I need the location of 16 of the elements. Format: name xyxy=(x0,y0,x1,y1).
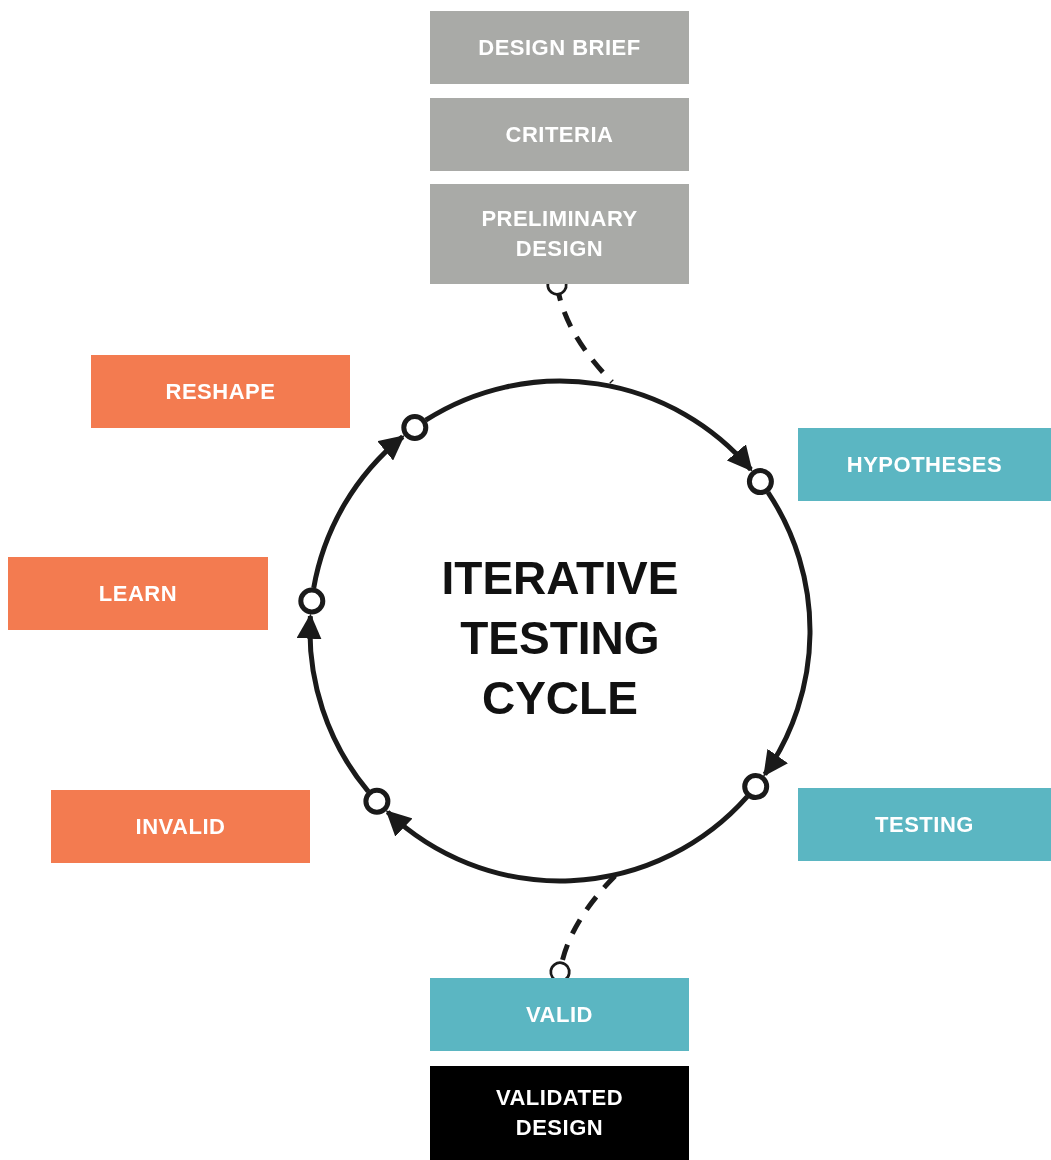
arrow xyxy=(385,794,749,884)
process-box: PRELIMINARY DESIGN xyxy=(430,184,689,284)
process-box: CRITERIA xyxy=(430,98,689,171)
process-box: LEARN xyxy=(8,557,268,630)
arrow xyxy=(298,613,371,793)
center-title: ITERATIVE TESTING CYCLE xyxy=(441,551,679,726)
process-box: INVALID xyxy=(51,790,310,863)
arrow xyxy=(424,378,753,472)
process-box: VALID xyxy=(430,978,689,1051)
process-box: TESTING xyxy=(798,788,1051,861)
process-box: HYPOTHESES xyxy=(798,428,1051,501)
arrow xyxy=(762,491,813,777)
process-box: VALIDATED DESIGN xyxy=(430,1066,689,1160)
process-box: DESIGN BRIEF xyxy=(430,11,689,84)
process-box: RESHAPE xyxy=(91,355,350,428)
arrow xyxy=(311,434,405,589)
